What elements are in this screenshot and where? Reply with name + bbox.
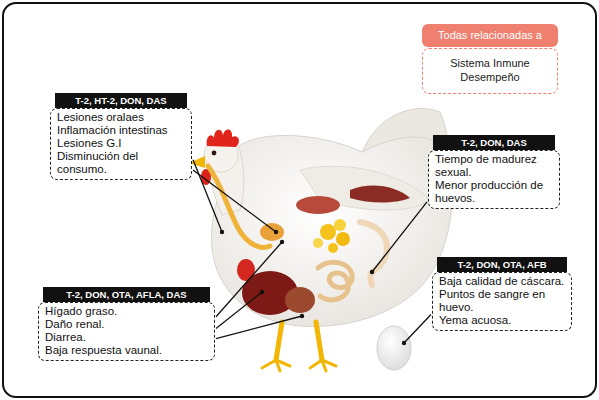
effect-item: Baja calidad de cáscara. <box>439 275 565 288</box>
leader-dot <box>402 341 406 345</box>
leader-line <box>216 292 262 329</box>
summary-callout: Todas relacionadas aSistema InmuneDesemp… <box>422 24 558 94</box>
dashed-callout-box: Tiempo de madurez sexual.Menor producció… <box>428 150 560 209</box>
effect-item: Desempeño <box>429 70 551 84</box>
effect-item: Daño renal. <box>45 318 208 331</box>
leader-line <box>216 316 302 339</box>
callout-heading: T-2, DON, OTA, AFB <box>437 257 567 272</box>
effect-item: Lesiones G.I <box>57 137 185 150</box>
callout-heading: T-2, DON, OTA, AFLA, DAS <box>43 287 210 302</box>
effect-item: Yema acuosa. <box>439 314 565 327</box>
leader-dot <box>274 230 278 234</box>
leader-dot <box>370 270 374 274</box>
effect-item: Baja respuesta vaunal. <box>45 344 208 357</box>
dashed-callout-box: Sistema InmuneDesempeño <box>422 48 558 94</box>
effect-item: Hígado graso. <box>45 305 208 318</box>
mycotoxin-callout: T-2, HT-2, DON, DASLesiones oralaesInfla… <box>50 93 192 180</box>
dashed-callout-box: Lesiones oralaesInflamación intestinasLe… <box>50 108 192 180</box>
leader-dot <box>260 290 264 294</box>
leader-line <box>372 202 427 272</box>
effect-item: Tiempo de madurez sexual. <box>435 153 553 179</box>
mycotoxin-callout: T-2, DON, OTA, AFBBaja calidad de cáscar… <box>432 257 572 331</box>
effect-item: Disminución del consumo. <box>57 150 185 176</box>
leader-dot <box>220 230 224 234</box>
effect-item: Diarrea. <box>45 331 208 344</box>
mycotoxin-callout: T-2, DON, OTA, AFLA, DASHígado graso.Dañ… <box>38 287 215 361</box>
dashed-callout-box: Baja calidad de cáscara.Puntos de sangre… <box>432 272 572 331</box>
effect-item: Lesiones oralaes <box>57 111 185 124</box>
callout-heading: T-2, DON, DAS <box>433 135 555 150</box>
effect-item: Sistema Inmune <box>429 56 551 70</box>
leader-line <box>193 160 222 232</box>
leader-line <box>216 242 282 317</box>
effect-item: Menor producción de huevos. <box>435 179 553 205</box>
leader-dot <box>300 314 304 318</box>
effect-item: Inflamación intestinas <box>57 124 185 137</box>
leader-line <box>193 170 276 232</box>
leader-line <box>404 314 431 343</box>
callout-heading: Todas relacionadas a <box>422 24 558 47</box>
callout-heading: T-2, HT-2, DON, DAS <box>55 93 187 108</box>
leader-dot <box>280 240 284 244</box>
mycotoxin-callout: T-2, DON, DASTiempo de madurez sexual.Me… <box>428 135 560 209</box>
effect-item: Puntos de sangre en huevo. <box>439 288 565 314</box>
dashed-callout-box: Hígado graso.Daño renal.Diarrea.Baja res… <box>38 302 215 361</box>
